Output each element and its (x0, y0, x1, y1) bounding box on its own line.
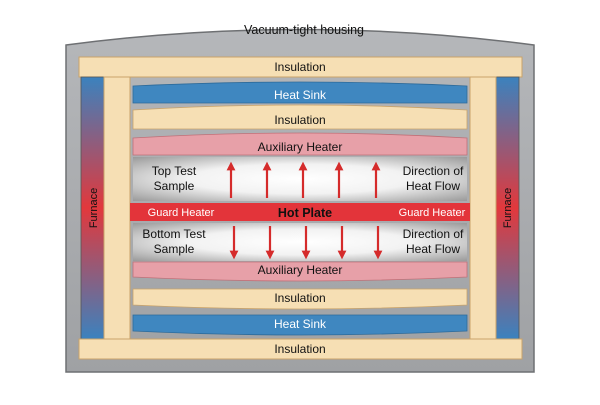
flow-down-label-1: Direction of (403, 227, 464, 241)
top-sample-label-1: Top Test (152, 164, 197, 178)
guard-heater-left-label: Guard Heater (148, 207, 215, 219)
heat-flow-down-arrows (229, 226, 383, 260)
heat-sink-top-label: Heat Sink (274, 88, 327, 102)
top-sample-label-2: Sample (154, 179, 195, 193)
aux-heater-top (132, 132, 468, 156)
insulation-lower (132, 288, 468, 310)
aux-heater-bottom-label: Auxiliary Heater (258, 263, 343, 277)
bottom-test-sample (133, 223, 467, 261)
aux-heater-top-label: Auxiliary Heater (258, 140, 343, 154)
insulation-lower-label: Insulation (274, 291, 325, 305)
heat-sink-bottom-label: Heat Sink (274, 317, 327, 331)
insulation-bottom-label: Insulation (274, 342, 325, 356)
heat-flow-up-arrows (226, 161, 381, 198)
hot-plate-label: Hot Plate (278, 206, 332, 220)
insulation-upper-label: Insulation (274, 113, 325, 127)
flow-up-label-1: Direction of (403, 164, 464, 178)
flow-up-label-2: Heat Flow (406, 179, 460, 193)
heat-sink-top (132, 81, 468, 104)
insulation-post-right (469, 76, 497, 340)
flow-down-label-2: Heat Flow (406, 242, 460, 256)
furnace-left-label: Furnace (88, 188, 100, 228)
bottom-sample-label-1: Bottom Test (142, 227, 206, 241)
furnace-right-label: Furnace (502, 188, 514, 228)
hot-plate-band (130, 203, 470, 221)
insulation-top (78, 56, 523, 78)
insulation-upper (132, 104, 468, 130)
bottom-sample-label-2: Sample (154, 242, 195, 256)
insulation-post-left (103, 76, 131, 340)
insulation-bottom (78, 338, 523, 360)
heat-sink-bottom (132, 314, 468, 336)
housing-label: Vacuum-tight housing (244, 23, 364, 37)
aux-heater-bottom (132, 261, 468, 282)
guard-heater-right-label: Guard Heater (399, 207, 466, 219)
insulation-top-label: Insulation (274, 60, 325, 74)
